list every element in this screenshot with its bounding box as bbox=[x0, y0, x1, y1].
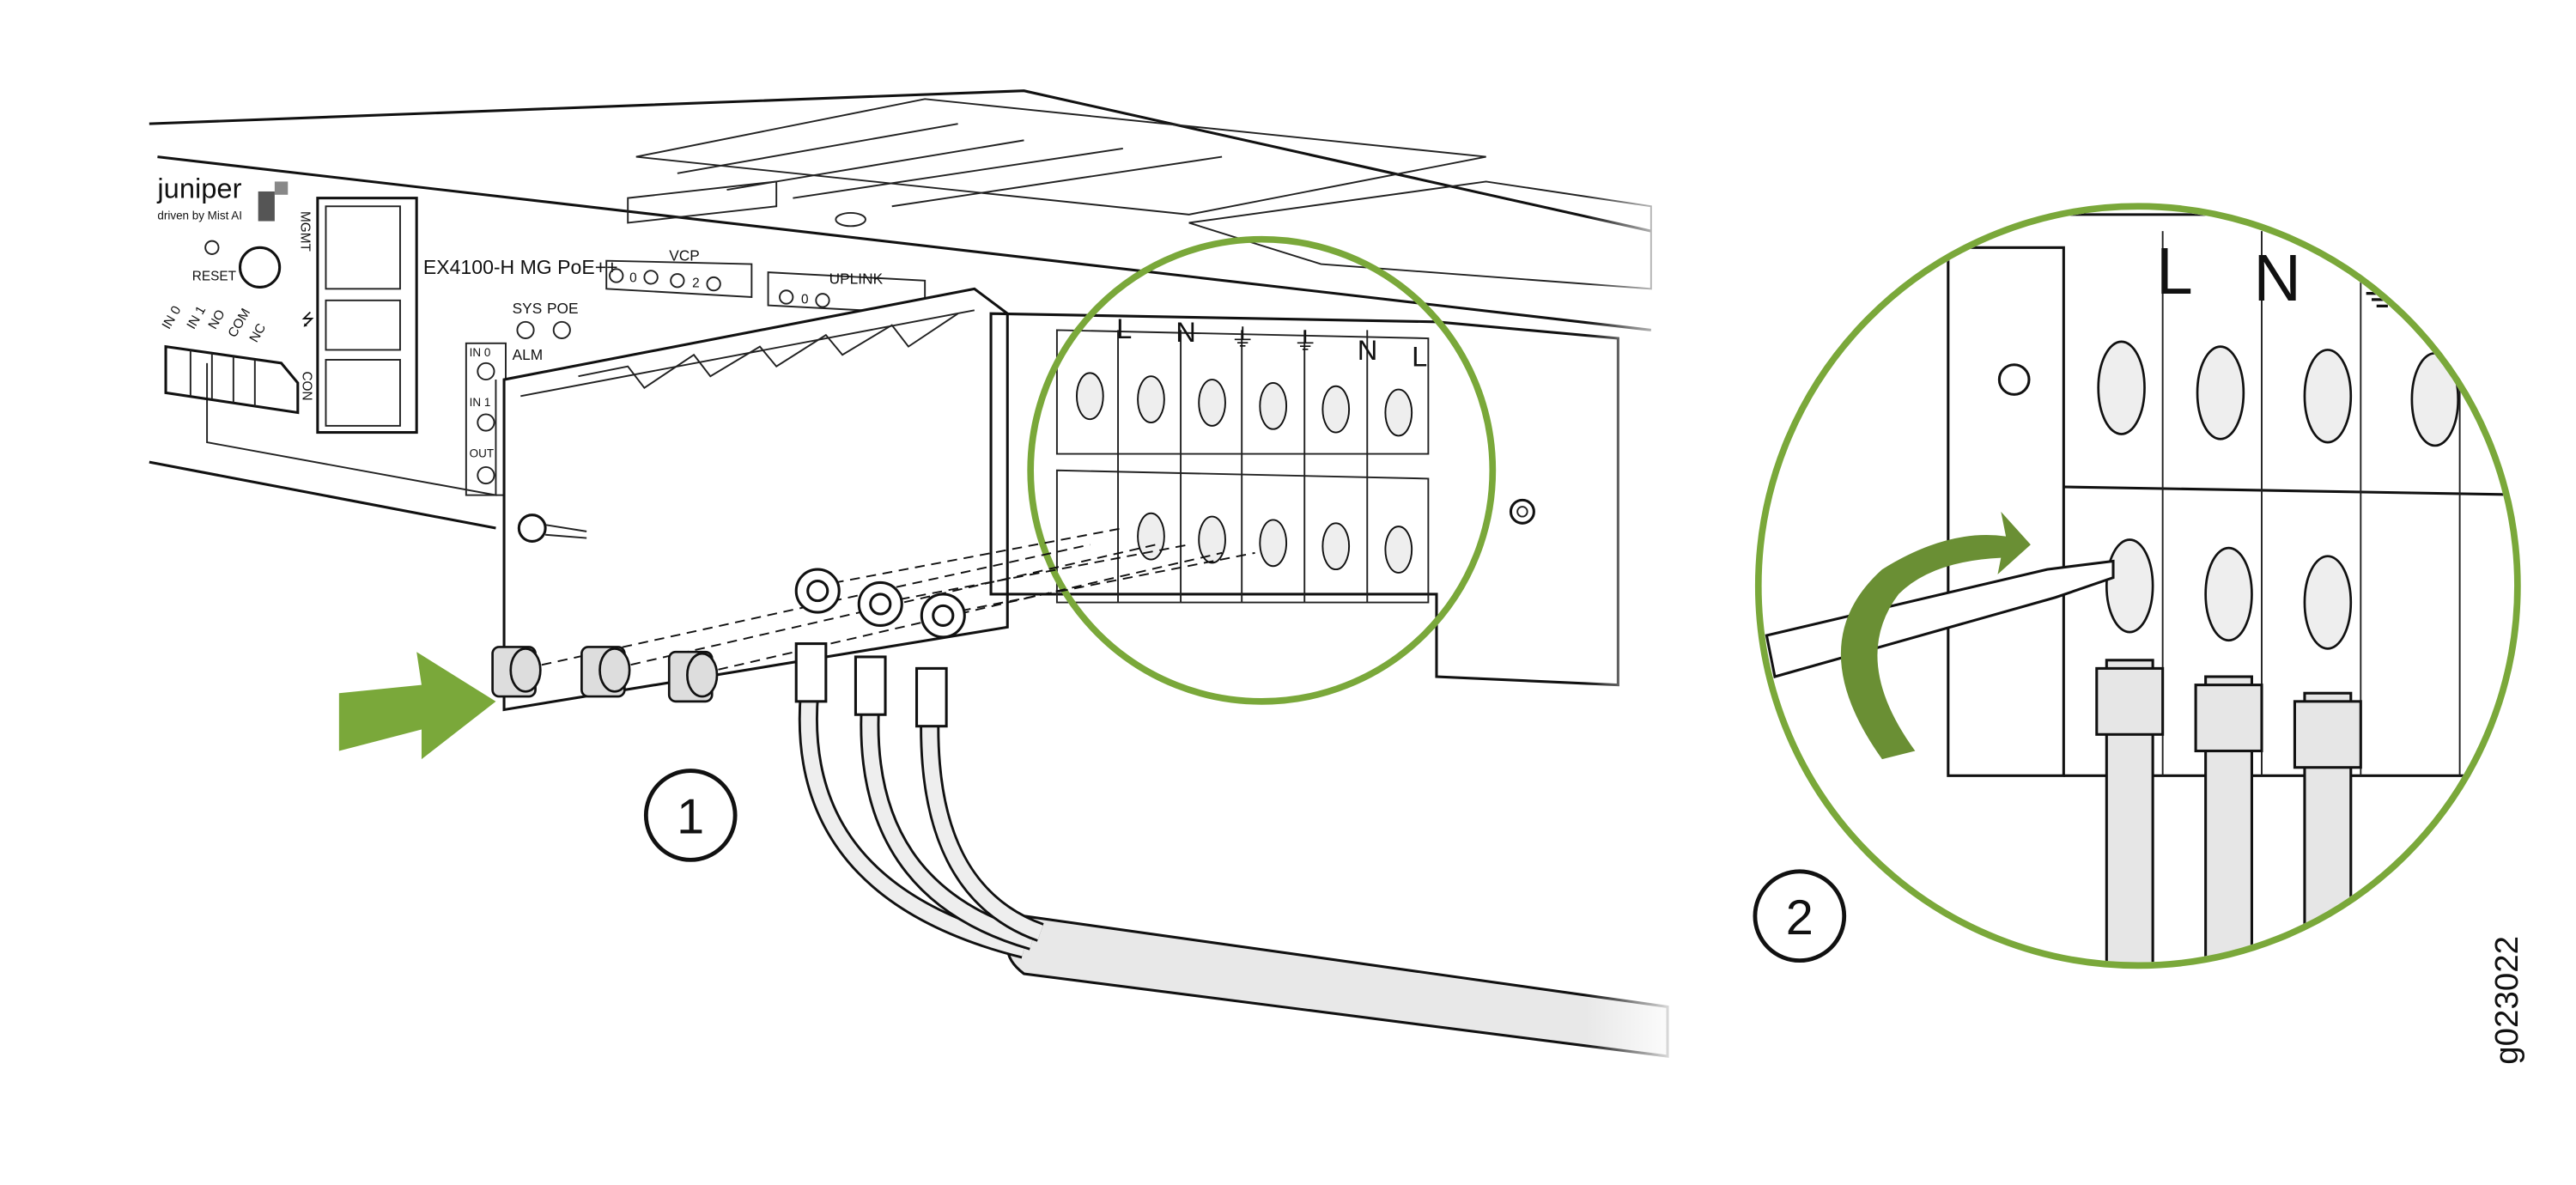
svg-text:N: N bbox=[1176, 316, 1196, 348]
svg-text:0: 0 bbox=[801, 293, 809, 307]
terminal-screws bbox=[491, 646, 719, 703]
svg-text:driven by Mist AI: driven by Mist AI bbox=[157, 210, 242, 222]
svg-text:L: L bbox=[2156, 234, 2193, 308]
rotate-arrow-icon bbox=[1840, 511, 2031, 760]
status-leds: SYS POE ALM IN 0 IN 1 OUT bbox=[465, 300, 579, 496]
detail-view-tightening: L N ⏚ bbox=[1754, 203, 2521, 969]
juniper-logo: juniper driven by Mist AI bbox=[156, 173, 289, 222]
svg-text:OUT: OUT bbox=[470, 447, 494, 459]
svg-text:⏚: ⏚ bbox=[1230, 325, 1255, 353]
svg-text:N: N bbox=[1358, 334, 1378, 366]
power-terminal-block: L N ⏚ ⏚ N L bbox=[989, 312, 1619, 687]
svg-text:SYS: SYS bbox=[513, 300, 543, 317]
svg-text:⏚: ⏚ bbox=[1293, 328, 1318, 356]
push-arrow-icon bbox=[338, 652, 496, 760]
reset-button: RESET bbox=[192, 240, 282, 289]
usb-icon: ⭍ bbox=[301, 311, 315, 330]
svg-text:CON: CON bbox=[300, 371, 314, 400]
svg-text:L: L bbox=[1412, 341, 1427, 373]
svg-text:RESET: RESET bbox=[192, 270, 237, 284]
svg-text:IN 0: IN 0 bbox=[160, 304, 185, 332]
svg-text:2: 2 bbox=[1786, 890, 1814, 945]
svg-text:L: L bbox=[1116, 313, 1132, 344]
svg-text:0: 0 bbox=[629, 271, 637, 286]
svg-text:IN 0: IN 0 bbox=[470, 346, 491, 359]
terminal-block-cover bbox=[502, 287, 1009, 712]
dc-power-cables bbox=[794, 568, 1669, 1058]
svg-text:NC: NC bbox=[246, 321, 269, 345]
svg-text:VCP: VCP bbox=[669, 247, 700, 264]
svg-text:MGMT: MGMT bbox=[298, 211, 313, 252]
svg-text:IN 1: IN 1 bbox=[470, 396, 491, 409]
svg-text:juniper: juniper bbox=[156, 173, 241, 204]
svg-text:POE: POE bbox=[547, 300, 579, 317]
vcp-ports: VCP 0 2 UPLINK 0 bbox=[605, 247, 927, 315]
switch-chassis bbox=[149, 89, 1652, 530]
svg-text:NO: NO bbox=[205, 307, 228, 331]
callout-circle-terminals bbox=[1027, 235, 1497, 705]
alarm-terminal-block: IN 0 IN 1 NO COM NC CON bbox=[160, 304, 314, 415]
step-1-marker: 1 bbox=[643, 769, 738, 862]
svg-text:UPLINK: UPLINK bbox=[829, 270, 884, 288]
svg-text:1: 1 bbox=[677, 790, 704, 845]
step-2-marker: 2 bbox=[1753, 869, 1847, 963]
figure-id: g023022 bbox=[2488, 936, 2525, 1065]
model-label: EX4100-H MG PoE++ bbox=[423, 256, 618, 278]
mgmt-usb-console-ports: MGMT ⭍ bbox=[298, 197, 418, 434]
svg-text:IN 1: IN 1 bbox=[184, 304, 209, 332]
svg-text:2: 2 bbox=[692, 276, 700, 290]
svg-text:ALM: ALM bbox=[513, 346, 544, 363]
svg-text:N: N bbox=[2253, 241, 2301, 315]
